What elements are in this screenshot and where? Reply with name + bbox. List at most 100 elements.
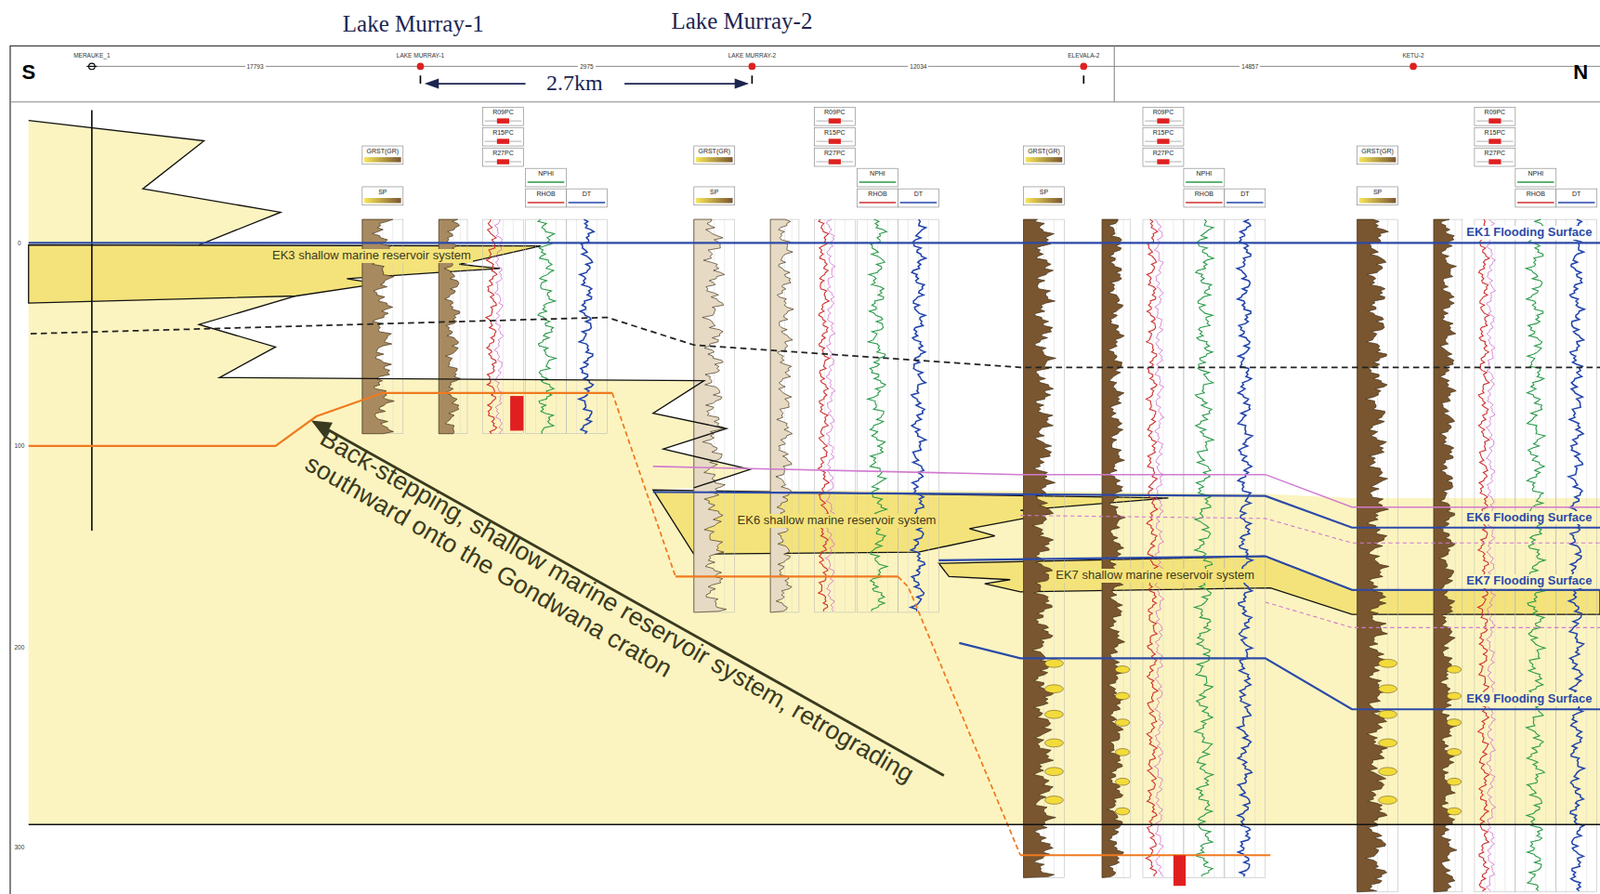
- ek6-reservoir-band: [653, 489, 1169, 554]
- log-track: [1474, 219, 1516, 892]
- sand-interval: [1446, 807, 1461, 815]
- neutron-curve: [867, 219, 888, 612]
- log-header: SP: [709, 188, 719, 197]
- log-header: DT: [1240, 190, 1249, 198]
- scale-bar: [1359, 197, 1397, 203]
- hydrocarbon-interval: [1173, 854, 1186, 886]
- log-track: [1224, 219, 1266, 878]
- grid-line: [1233, 219, 1235, 878]
- log-header-box: [362, 186, 404, 206]
- log-header: R27PC: [1484, 149, 1507, 158]
- log-header: RHOB: [867, 190, 887, 198]
- scale-bar: [1025, 197, 1063, 203]
- scale-bar: [828, 118, 841, 123]
- log-header: R15PC: [824, 129, 846, 137]
- scale-bar: [497, 138, 510, 144]
- marker-line: [653, 466, 1600, 508]
- log-header: GRST(GR): [1361, 147, 1394, 156]
- well-name: LAKE MURRAY-1: [396, 52, 445, 59]
- well-title: Lake Murray-1: [342, 11, 485, 39]
- log-track: [897, 219, 939, 613]
- well-symbols: [86, 63, 1417, 85]
- resistivity-curve: [1145, 219, 1158, 877]
- well-spacing: 12034: [907, 63, 929, 70]
- hydrocarbon-interval: [510, 395, 524, 431]
- grid-line: [1494, 219, 1496, 892]
- log-header: GRST(GR): [367, 147, 400, 156]
- log-header-box: [694, 145, 735, 165]
- scale-bar: [568, 201, 606, 203]
- scale-bar: [695, 157, 734, 162]
- resistivity-curve: [1478, 219, 1490, 892]
- grid-line: [1524, 219, 1526, 892]
- distance-label: 2.7km: [546, 70, 604, 97]
- log-header-box: [1474, 106, 1516, 126]
- well-spacing: 2975: [577, 63, 595, 70]
- scale-bar: [527, 181, 565, 183]
- grid-line: [1162, 219, 1164, 878]
- unconformity: [897, 576, 1021, 855]
- unconformity: [1020, 853, 1271, 856]
- sand-interval: [1378, 709, 1398, 719]
- unconformity: [612, 393, 676, 578]
- sonic-curve: [910, 219, 926, 612]
- log-track: [770, 219, 800, 613]
- ek9-flooding-surface: [958, 642, 1600, 709]
- grid-line: [1193, 219, 1194, 878]
- log-header-box: [857, 188, 899, 208]
- log-header: RHOB: [1194, 190, 1214, 198]
- log-header: SP: [1039, 188, 1049, 197]
- log-header-box: [362, 145, 404, 165]
- depth-tick: 100: [13, 442, 25, 449]
- scale-bar: [1156, 118, 1169, 123]
- facies-boundary: [28, 120, 281, 246]
- sand-interval: [1446, 666, 1461, 674]
- log-header-box: [857, 168, 899, 187]
- scale-bar: [1517, 181, 1555, 183]
- log-header: DT: [1572, 190, 1581, 198]
- log-header: RHOB: [536, 190, 555, 198]
- log-header-box: [1474, 147, 1516, 167]
- log-header: GRST(GR): [697, 147, 731, 156]
- sand-interval: [1446, 777, 1461, 786]
- grid-line: [1504, 219, 1506, 892]
- grid-line: [791, 219, 793, 613]
- well-symbol: [1409, 63, 1417, 71]
- sand-interval: [1114, 666, 1129, 674]
- log-header: RHOB: [1526, 190, 1546, 198]
- grid-line: [1534, 219, 1536, 892]
- log-header: NPHI: [1196, 170, 1213, 178]
- depth-tick: 300: [13, 843, 25, 851]
- resistivity-curve: [1485, 219, 1496, 892]
- gamma-ray-fill: [694, 219, 727, 613]
- sand-interval: [1114, 777, 1129, 786]
- grid-line: [866, 219, 868, 613]
- log-header: R27PC: [1153, 149, 1175, 158]
- scale-bar: [859, 181, 897, 183]
- resistivity-curve: [826, 219, 836, 612]
- scale-bar: [1156, 138, 1169, 144]
- log-header-box: [482, 127, 524, 146]
- log-header-box: [482, 147, 524, 167]
- grid-line: [824, 219, 826, 613]
- grid-line: [1565, 219, 1567, 892]
- grid-line: [535, 219, 537, 434]
- log-header: R09PC: [1484, 108, 1507, 117]
- log-header: SP: [378, 188, 387, 197]
- grid-line: [877, 219, 879, 613]
- sand-interval: [1045, 684, 1064, 694]
- scale-bar: [1488, 158, 1501, 164]
- log-header-box: [1474, 127, 1516, 146]
- log-header: R15PC: [492, 129, 514, 137]
- grid-line: [834, 219, 836, 613]
- log-header-box: [1515, 188, 1557, 208]
- grid-line: [1586, 219, 1587, 892]
- log-header: R15PC: [1484, 129, 1507, 137]
- log-track: [1515, 219, 1557, 892]
- scale-bar: [497, 158, 510, 164]
- scale-bar: [1226, 201, 1264, 203]
- ek3-reservoir-band: [28, 245, 541, 304]
- log-header-box: [1224, 188, 1266, 208]
- grid-line: [596, 219, 598, 434]
- log-header-box: [482, 106, 524, 126]
